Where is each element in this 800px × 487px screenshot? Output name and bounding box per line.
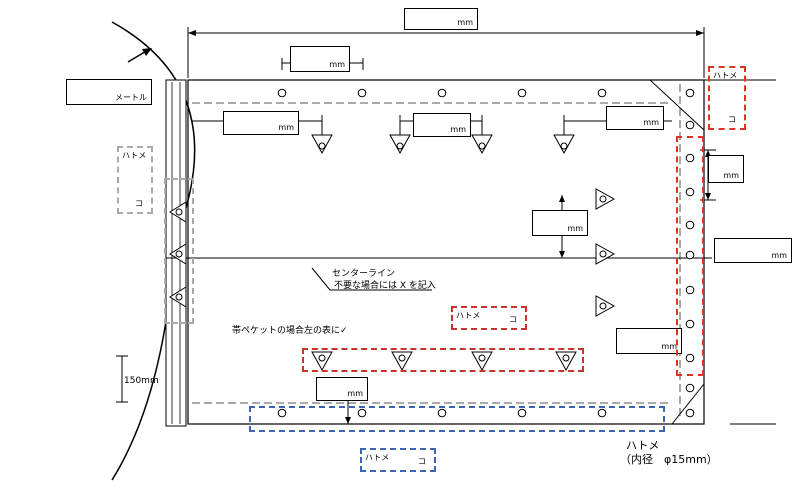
unit-label: mm xyxy=(457,18,473,27)
top-right-diagonal xyxy=(649,79,705,131)
unit-label: mm xyxy=(329,60,345,69)
tie-dim-1-box[interactable]: mm xyxy=(223,111,299,135)
center-line-note: 不要な場合には X を記入 xyxy=(334,281,436,291)
right-grommets xyxy=(685,120,695,393)
grommet-label: ハトメ xyxy=(122,151,147,160)
left-tie-region[interactable] xyxy=(164,178,194,324)
top-right-grommet-region[interactable]: ハトメ コ xyxy=(708,66,746,130)
unit-label: mm xyxy=(567,224,583,233)
unit-label: mm xyxy=(450,125,466,134)
tie-dim-2-box[interactable]: mm xyxy=(413,113,471,137)
right-tie-box[interactable]: mm xyxy=(616,328,682,354)
grommet-label: ハトメ xyxy=(713,71,738,80)
grommet-note-title: ハトメ xyxy=(626,439,660,452)
length-meter-box[interactable]: メートル xyxy=(66,79,152,105)
tie-down-top-inner xyxy=(318,142,568,150)
grommet-corner: コ xyxy=(509,315,517,324)
unit-label-meter: メートル xyxy=(115,93,147,102)
grommet-label: ハトメ xyxy=(456,311,481,320)
tie-downs-right xyxy=(595,188,616,317)
bottom-right-diagonal xyxy=(671,383,705,425)
bottom-grommets xyxy=(277,408,695,418)
total-height-box[interactable]: mm xyxy=(714,238,792,263)
unit-label: mm xyxy=(771,251,787,260)
tarp-body xyxy=(187,79,705,425)
unit-label: mm xyxy=(643,118,659,127)
dim-150-label: 150mm xyxy=(124,376,159,386)
grommet-corner: コ xyxy=(728,115,736,124)
center-line-label: センターライン xyxy=(332,269,396,279)
grommet-label: ハトメ xyxy=(365,453,390,462)
center-grommet-region[interactable]: ハトメ コ xyxy=(451,306,527,330)
tie-dim-3-box[interactable]: mm xyxy=(606,106,664,130)
arrow-head xyxy=(142,48,152,56)
right-grommet-column-region[interactable] xyxy=(676,136,704,376)
unit-label: mm xyxy=(723,171,739,180)
center-line-leader xyxy=(311,267,331,291)
total-width-box[interactable]: mm xyxy=(404,8,478,30)
right-pitch-box[interactable]: mm xyxy=(708,155,744,183)
unit-label: mm xyxy=(661,342,677,351)
left-grommet-region[interactable]: ハトメ コ xyxy=(117,146,153,214)
unit-label: mm xyxy=(278,123,294,132)
bottom-tie-box[interactable]: mm xyxy=(316,377,368,401)
grommet-corner: コ xyxy=(135,199,143,208)
tie-downs-bottom xyxy=(311,351,577,372)
tie-downs-top xyxy=(311,134,575,155)
bottom-grommet-key-region[interactable]: ハトメ コ xyxy=(360,448,436,472)
pocket-note: 帯ペケットの場合左の表に✓ xyxy=(232,326,348,336)
grommet-note-detail: （内径 φ15mm） xyxy=(620,453,718,466)
tie-vertical-box[interactable]: mm xyxy=(532,210,588,236)
top-grommets xyxy=(277,88,695,98)
grommet-corner: コ xyxy=(418,457,426,466)
grommet-pitch-box[interactable]: mm xyxy=(290,46,350,72)
tie-downs-left xyxy=(169,201,187,308)
unit-label: mm xyxy=(347,389,363,398)
bottom-grommet-row-region[interactable] xyxy=(249,406,665,432)
bottom-tie-region[interactable] xyxy=(302,348,584,372)
